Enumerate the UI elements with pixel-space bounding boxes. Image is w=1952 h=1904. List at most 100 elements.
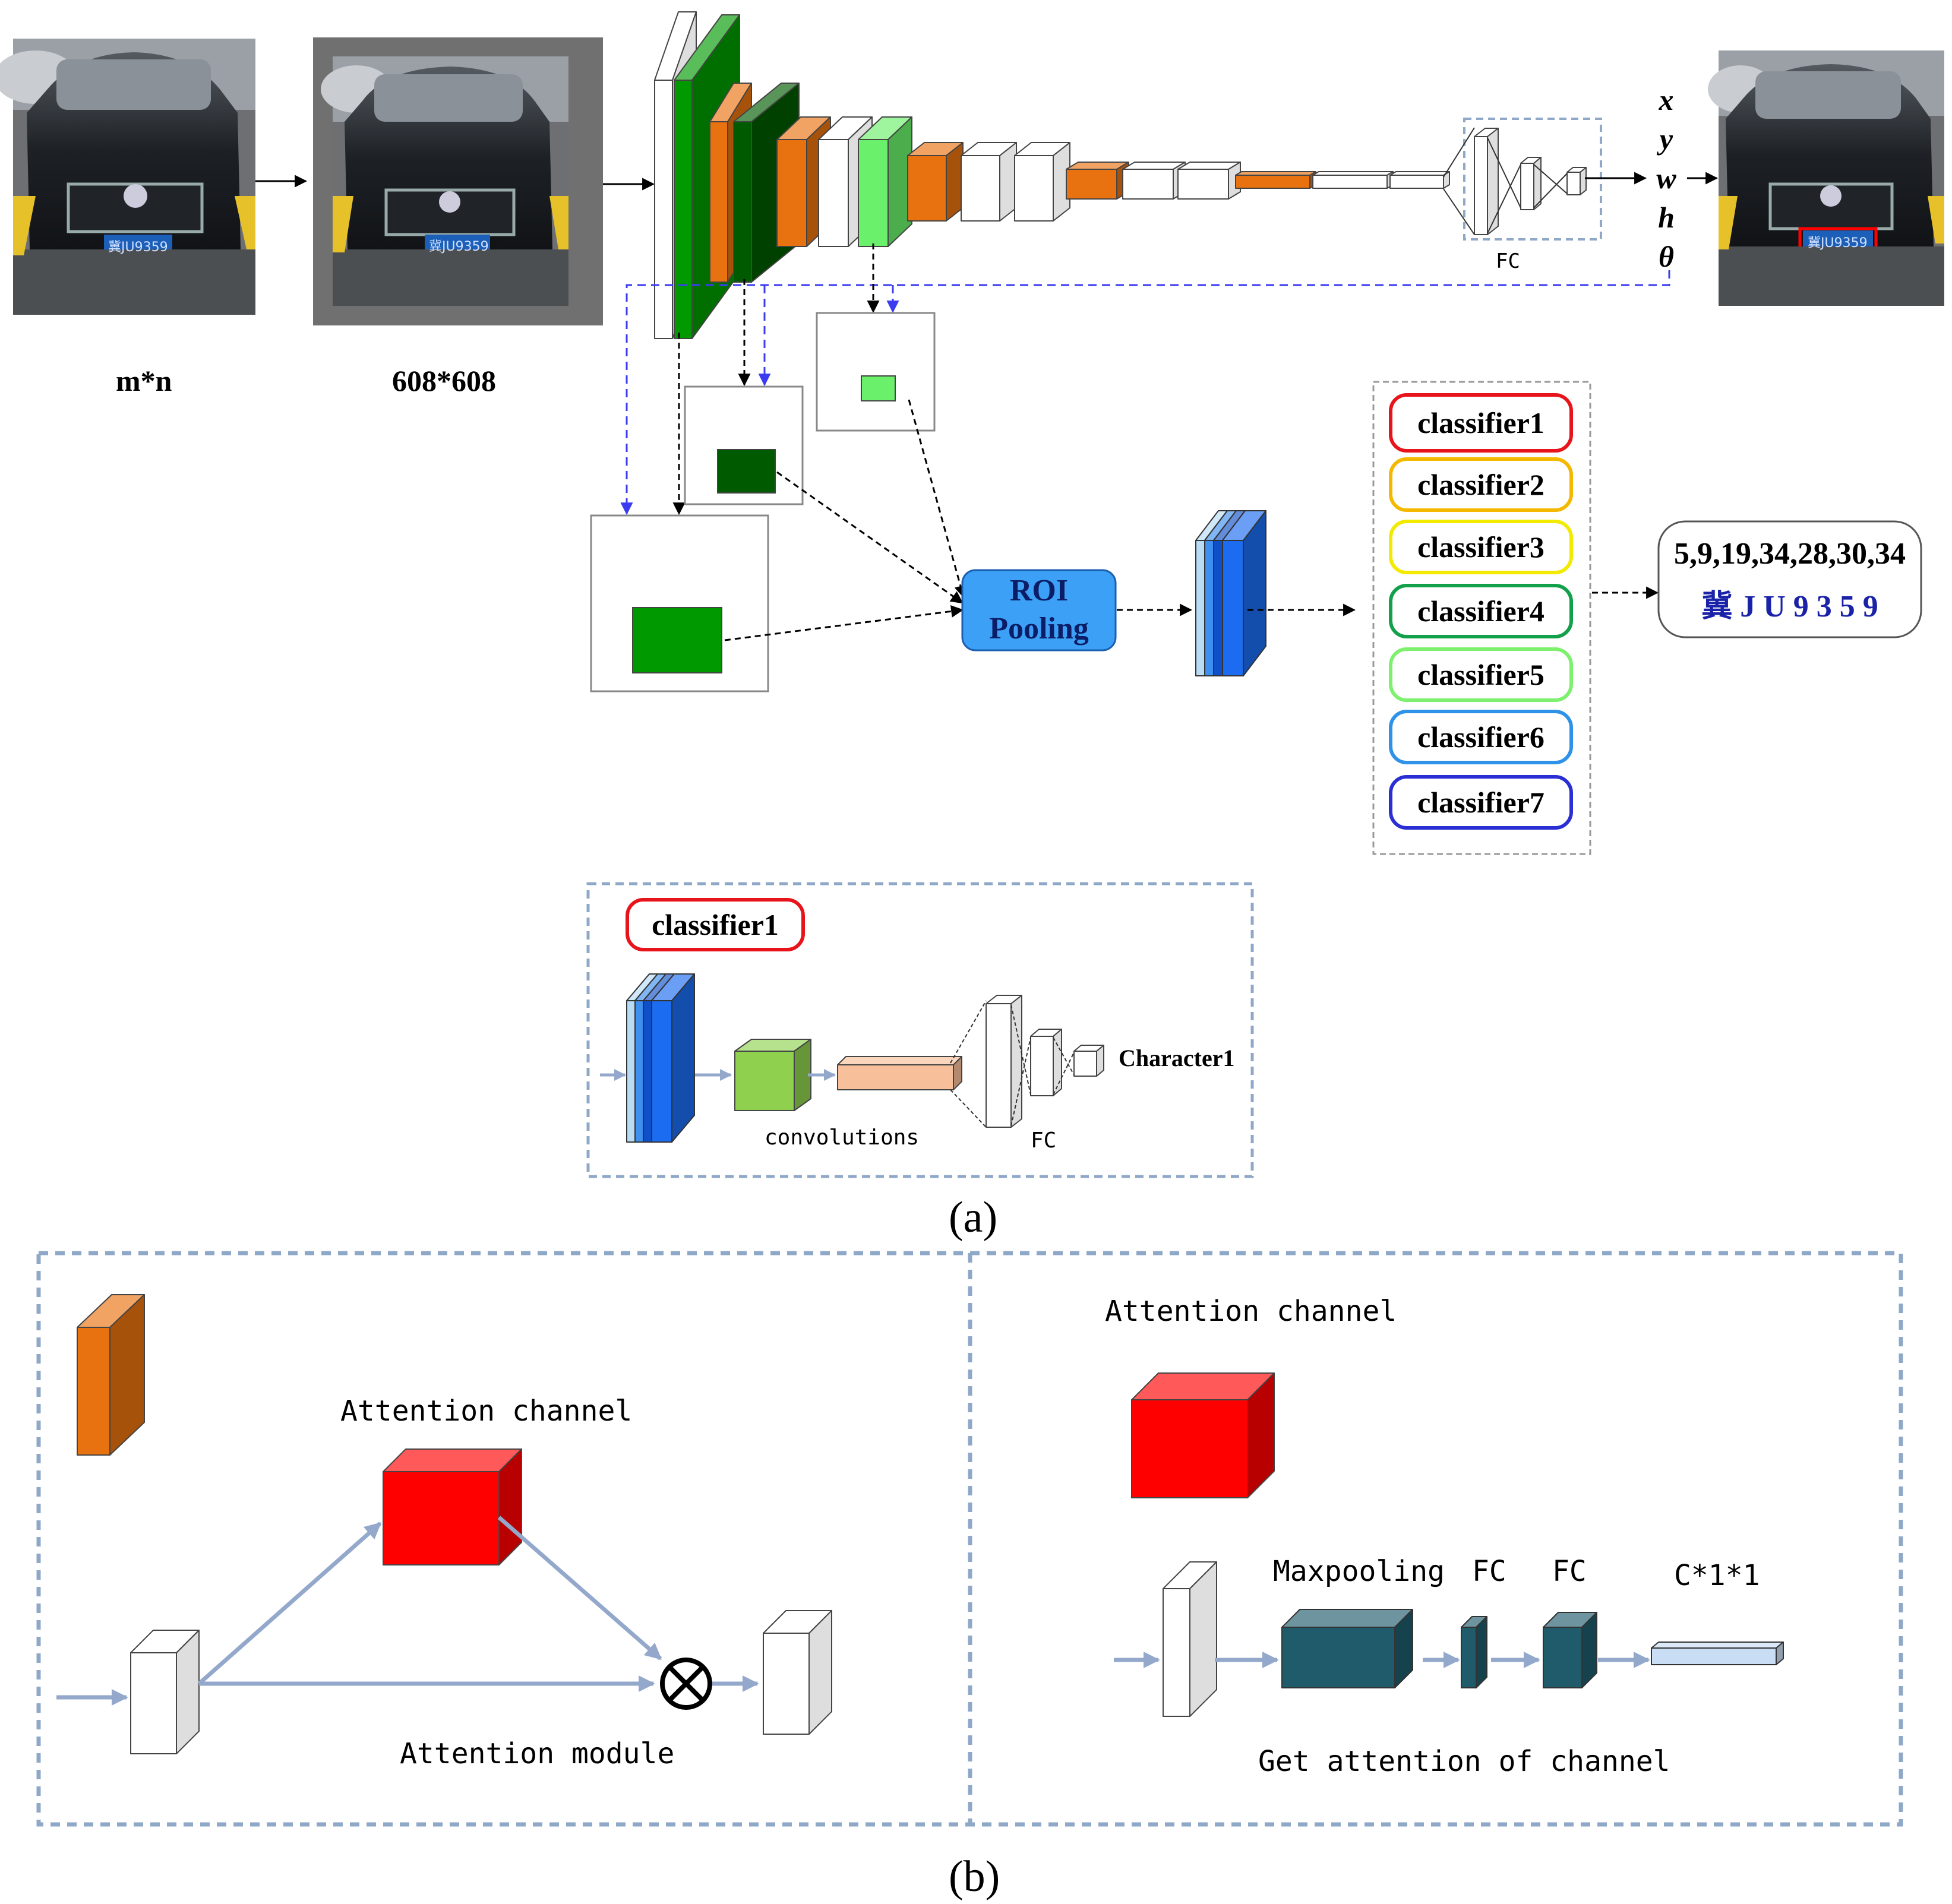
classifier-2: classifier2	[1389, 457, 1573, 512]
b-left-attention-channel-label: Attention channel	[340, 1394, 633, 1428]
roi-pooling-box	[961, 569, 1117, 651]
detail-x-2	[1010, 1037, 1031, 1127]
detail-x-1	[1010, 1004, 1031, 1095]
b-orange-block	[77, 1294, 145, 1456]
classifier-5: classifier5	[1389, 647, 1573, 702]
c11-label: C*1*1	[1674, 1559, 1760, 1592]
classifier-group-box	[1372, 381, 1591, 855]
roi-pooling-label: ROI Pooling	[962, 570, 1116, 650]
detail-bar	[837, 1056, 962, 1090]
layer-orange-3	[907, 142, 964, 222]
input-size-label: m*n	[116, 364, 172, 397]
detail-classifier-label: classifier1	[626, 898, 805, 951]
fc-label-top: FC	[1496, 249, 1520, 273]
detail-stack-4	[651, 973, 695, 1143]
output-image	[1708, 50, 1944, 306]
classifier-7: classifier7	[1389, 775, 1573, 830]
b-input-block-right	[1163, 1561, 1217, 1717]
detail-fc-3	[1073, 1045, 1104, 1077]
b-input-block-left	[130, 1630, 200, 1754]
fc-layer-3	[1566, 167, 1587, 195]
feedback-dashed-path	[620, 270, 1670, 515]
b-fc1-block	[1461, 1616, 1487, 1688]
plate-text-output: 冀JU9359	[1808, 236, 1868, 251]
layer-white-6	[1312, 171, 1394, 189]
plate-text-resized: 冀JU9359	[429, 239, 489, 254]
b-arrow-up	[197, 1522, 382, 1685]
detail-fc-1	[986, 995, 1022, 1128]
classifier-4: classifier4	[1389, 584, 1573, 638]
feature-map-mid	[684, 385, 804, 505]
resized-image	[313, 37, 603, 325]
convolutions-label: convolutions	[765, 1125, 920, 1150]
b-output-block-left	[763, 1610, 832, 1735]
result-plate: 冀 J U 9 3 5 9	[1701, 590, 1878, 624]
b-arrow-down	[497, 1516, 662, 1661]
fc-x-1	[1487, 137, 1521, 208]
maxpooling-label: Maxpooling	[1273, 1555, 1445, 1588]
detail-fc-label: FC	[1031, 1128, 1057, 1153]
feature-map-large	[590, 514, 769, 692]
multiply-operator-icon	[660, 1658, 712, 1710]
layer-lgreen-1	[858, 116, 912, 247]
classifier-detail-network	[600, 973, 1104, 1143]
get-attention-label: Get attention of channel	[1258, 1745, 1670, 1778]
layer-white-3	[1014, 142, 1070, 222]
fc-x-2	[1487, 164, 1521, 234]
output-w: w	[1656, 162, 1676, 195]
caption-a: (a)	[949, 1193, 998, 1242]
b-fc2-block	[1543, 1612, 1597, 1688]
b-red-cube-right	[1131, 1372, 1275, 1498]
plate-text-input: 冀JU9359	[108, 240, 168, 255]
output-variables: x y w h θ	[1648, 80, 1684, 276]
feature-map-small	[816, 312, 936, 432]
classifier-6: classifier6	[1389, 710, 1573, 764]
layer-white-4	[1122, 162, 1186, 200]
layer-white-2	[961, 142, 1017, 222]
result-box	[1657, 520, 1922, 638]
layer-white-7	[1389, 171, 1450, 189]
fc-x-4	[1533, 173, 1568, 208]
fc2-label: FC	[1552, 1555, 1587, 1588]
resized-size-label: 608*608	[392, 364, 496, 397]
fc-cone-top	[1443, 127, 1475, 178]
fc1-label: FC	[1472, 1555, 1506, 1588]
backbone-network	[654, 11, 1450, 339]
detail-conv-cube	[734, 1039, 811, 1111]
pooled-layer-4	[1222, 510, 1266, 676]
fc-cone-bottom	[1443, 188, 1475, 235]
arrow-mid-to-roi	[776, 471, 964, 604]
classifier-1: classifier1	[1389, 393, 1573, 453]
detail-cone-top	[950, 1000, 987, 1064]
panel-b-graphics	[56, 1294, 1784, 1754]
caption-b: (b)	[949, 1852, 1000, 1901]
output-h: h	[1658, 201, 1675, 234]
character1-label: Character1	[1119, 1045, 1235, 1071]
detail-x-3	[1053, 1037, 1075, 1076]
b-maxpool-block	[1281, 1609, 1413, 1688]
detail-cone-bottom	[950, 1089, 987, 1128]
arrow-small-to-roi	[908, 399, 967, 599]
classifier-detail-box	[586, 882, 1254, 1178]
roi-label-line2: Pooling	[989, 612, 1089, 646]
fc-layer-2	[1520, 157, 1542, 210]
classifier-3: classifier3	[1389, 520, 1573, 574]
output-y: y	[1659, 122, 1673, 156]
detail-fc-2	[1030, 1029, 1062, 1096]
output-theta: θ	[1659, 240, 1674, 273]
b-left-module-label: Attention module	[400, 1737, 675, 1770]
multiply-x-2	[668, 1666, 704, 1701]
layer-orange-5	[1235, 171, 1316, 189]
b-c11-bar	[1651, 1642, 1784, 1665]
fc-layers	[1443, 127, 1587, 235]
b-right-attention-channel-label: Attention channel	[1105, 1295, 1397, 1328]
input-image	[0, 39, 255, 315]
pooled-feature-stack	[1195, 510, 1266, 676]
layer-white-5	[1177, 162, 1241, 200]
detail-x-4	[1053, 1052, 1075, 1095]
layer-orange-4	[1066, 162, 1129, 200]
result-codes: 5,9,19,34,28,30,34	[1674, 537, 1906, 571]
b-red-cube-left	[383, 1448, 522, 1565]
